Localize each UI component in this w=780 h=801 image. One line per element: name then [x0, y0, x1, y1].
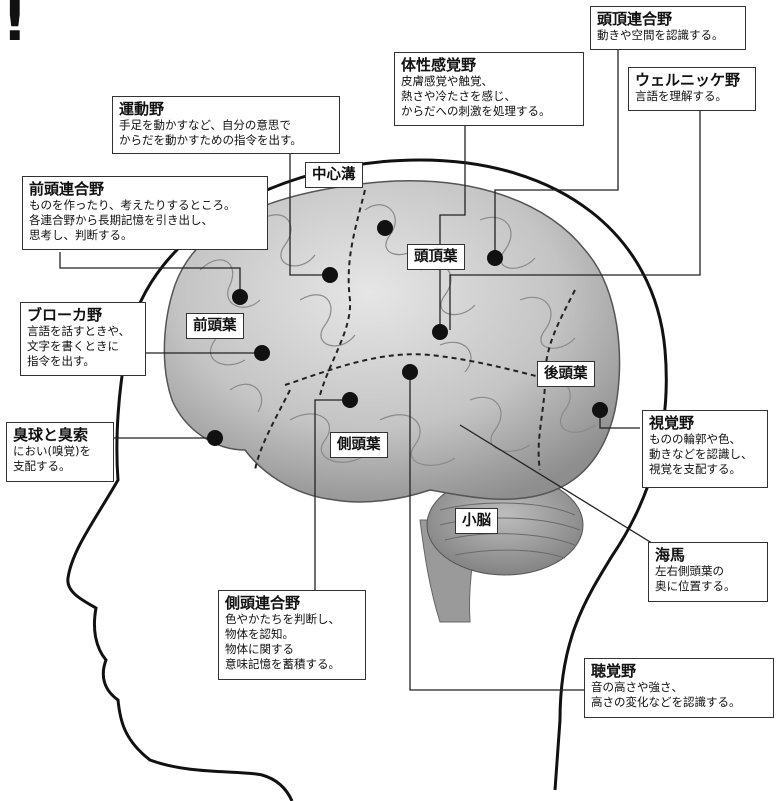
title-motor: 運動野	[119, 100, 165, 118]
exclamation-mark: !	[2, 0, 28, 54]
title-somatosensory: 体性感覚野	[401, 56, 477, 74]
title-hippocampus: 海馬	[655, 546, 686, 564]
title-wernicke: ウェルニッケ野	[635, 71, 741, 89]
central-sulcus-line	[319, 189, 366, 396]
desc-somatosensory: 皮膚感覚や触覚、 熱さや冷たさを感じ、 からだへの刺激を処理する。	[401, 74, 551, 118]
dot-somatosensory	[432, 324, 448, 340]
label-temporal-lobe: 側頭葉	[330, 432, 388, 458]
desc-temporal-association: 色やかたちを判断し、 物体を認知。 物体に関する 意味記憶を蓄積する。	[225, 612, 340, 671]
desc-motor: 手足を動かすなど、自分の意思で からだを動かすための指令を出す。	[119, 118, 302, 147]
box-olfactory: 臭球と臭索 におい(嗅覚)を 支配する。	[6, 422, 114, 482]
box-temporal-association: 側頭連合野 色やかたちを判断し、 物体を認知。 物体に関する 意味記憶を蓄積する…	[218, 590, 366, 680]
title-temporal-association: 側頭連合野	[225, 594, 301, 612]
desc-parietal-association: 動きや空間を認識する。	[597, 28, 724, 42]
area-dots	[207, 220, 608, 446]
title-prefrontal: 前頭連合野	[29, 180, 105, 198]
label-frontal-lobe: 前頭葉	[186, 313, 244, 339]
desc-auditory: 音の高さや強さ、 高さの変化などを認識する。	[591, 680, 741, 709]
label-occipital-lobe: 後頭葉	[537, 361, 595, 387]
dot-temporal-association	[342, 392, 358, 408]
title-auditory: 聴覚野	[591, 662, 637, 680]
box-hippocampus: 海馬 左右側頭葉の 奥に位置する。	[648, 542, 768, 602]
dot-parietal-association	[487, 250, 503, 266]
desc-prefrontal: ものを作ったり、考えたりするところ。 各連合野から長期記憶を引き出し、 思考し、…	[29, 198, 236, 242]
box-prefrontal: 前頭連合野 ものを作ったり、考えたりするところ。 各連合野から長期記憶を引き出し…	[22, 176, 268, 250]
desc-visual: ものの輪郭や色、 動きなどを認識し、 視覚を支配する。	[649, 432, 753, 476]
box-motor: 運動野 手足を動かすなど、自分の意思で からだを動かすための指令を出す。	[112, 96, 340, 154]
box-auditory: 聴覚野 音の高さや強さ、 高さの変化などを認識する。	[584, 658, 774, 718]
face-outline	[66, 339, 294, 801]
dot-central	[377, 220, 393, 236]
title-visual: 視覚野	[649, 414, 695, 432]
desc-hippocampus: 左右側頭葉の 奥に位置する。	[655, 564, 736, 593]
lateral-sulcus-line	[284, 353, 561, 386]
box-wernicke: ウェルニッケ野 言語を理解する。	[628, 67, 756, 111]
dot-wernicke	[402, 364, 418, 380]
title-olfactory: 臭球と臭索	[13, 426, 89, 444]
title-broca: ブローカ野	[27, 306, 103, 324]
desc-broca: 言語を話すときや、 文字を書くときに 指令を出す。	[27, 324, 131, 368]
dot-motor	[322, 267, 338, 283]
desc-olfactory: におい(嗅覚)を 支配する。	[13, 444, 91, 473]
dot-visual	[592, 402, 608, 418]
dot-broca	[254, 345, 270, 361]
box-somatosensory: 体性感覚野 皮膚感覚や触覚、 熱さや冷たさを感じ、 からだへの刺激を処理する。	[394, 52, 584, 126]
box-parietal-association: 頭頂連合野 動きや空間を認識する。	[590, 6, 746, 50]
temporal-occipital-line	[537, 379, 546, 471]
dot-prefrontal	[232, 289, 248, 305]
label-cerebellum: 小脳	[455, 508, 498, 534]
box-broca: ブローカ野 言語を話すときや、 文字を書くときに 指令を出す。	[20, 302, 146, 376]
label-central-sulcus: 中心溝	[305, 162, 363, 188]
desc-wernicke: 言語を理解する。	[635, 89, 727, 103]
cerebrum-shape	[163, 180, 621, 503]
box-visual: 視覚野 ものの輪郭や色、 動きなどを認識し、 視覚を支配する。	[642, 410, 768, 488]
frontal-temporal-line	[254, 389, 291, 471]
title-parietal-association: 頭頂連合野	[597, 10, 673, 28]
dot-olfactory	[207, 430, 223, 446]
label-parietal-lobe: 頭頂葉	[407, 244, 465, 270]
